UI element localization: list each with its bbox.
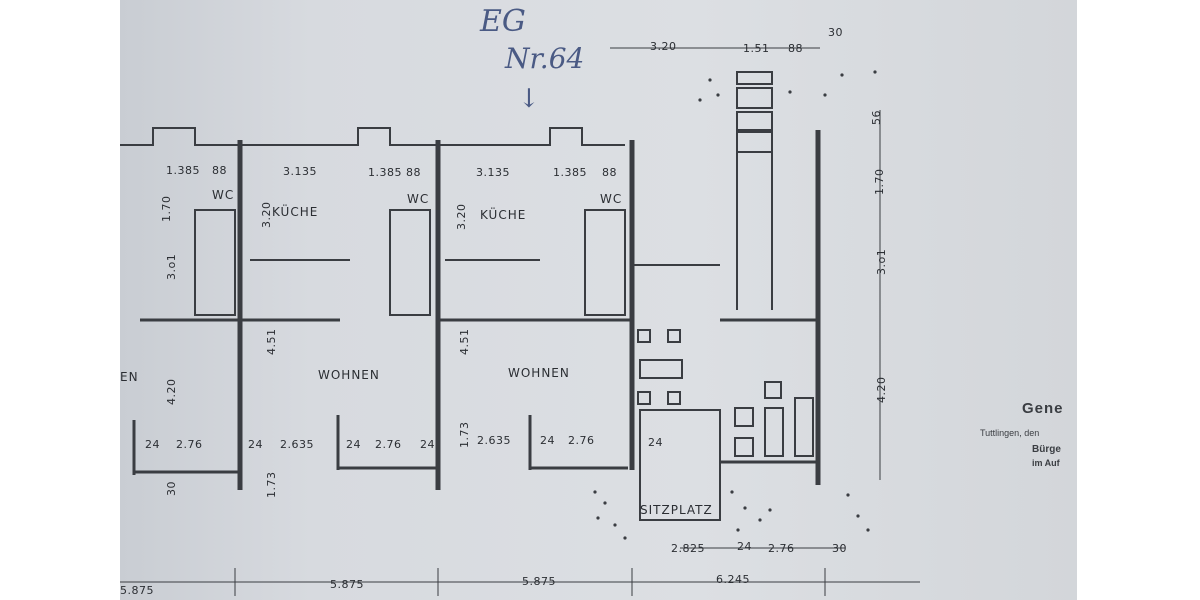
title-block-line-1: Bürge [1032, 444, 1061, 455]
dim-301-left: 3.o1 [165, 253, 178, 280]
dim-420-right: 4.20 [875, 376, 888, 404]
dim-151-top: 1.51 [743, 42, 770, 55]
dim-320-b: 3.20 [455, 203, 468, 231]
dim-30-bottom: 30 [832, 542, 847, 555]
title-block-line-2: im Auf [1032, 458, 1060, 468]
dim-2635-a: 2.635 [280, 438, 314, 451]
dim-451-b: 4.51 [458, 328, 471, 356]
dim-24-a: 24 [145, 438, 160, 451]
plan-drawing [120, 47, 920, 596]
dim-170-left: 1.70 [160, 195, 173, 223]
dim-3135-a: 3.135 [283, 165, 317, 178]
dim-24-b: 24 [248, 438, 263, 451]
title-block-place: Tuttlingen, den [980, 428, 1040, 438]
dim-24-c: 24 [346, 438, 361, 451]
dim-301-right: 3.o1 [875, 248, 888, 275]
room-label-sitzplatz: SITZPLATZ [640, 503, 713, 517]
room-label-wc-1: WC [212, 188, 235, 202]
room-label-wohnen-2: WOHNEN [508, 366, 570, 380]
dim-88-c: 88 [602, 166, 617, 179]
room-label-wc-3: WC [600, 192, 623, 206]
handwritten-note-eg: EG [480, 4, 526, 39]
dim-451-a: 4.51 [265, 328, 278, 356]
dim-3135-b: 3.135 [476, 166, 510, 179]
overall-length-3: 5.875 [522, 575, 556, 588]
dim-88-top: 88 [788, 42, 803, 55]
room-label-kueche-1: KÜCHE [272, 205, 319, 219]
dim-170-right: 1.70 [873, 168, 886, 196]
dim-1385-a: 1.385 [166, 164, 200, 177]
room-label-wohnen-1: WOHNEN [318, 368, 380, 382]
room-label-kueche-2: KÜCHE [480, 208, 527, 222]
dim-24-d: 24 [420, 438, 435, 451]
dim-276-c: 2.76 [568, 434, 595, 447]
room-label-wohnen-partial: EN [120, 370, 139, 384]
dim-56-right: 56 [870, 110, 883, 125]
handwritten-arrow-icon: ↓ [518, 84, 540, 114]
dim-320-a: 3.20 [260, 201, 273, 229]
floor-plan-sheet: EG Nr.64 ↓ KÜCHE KÜCHE WC WC WC WOHNEN W… [120, 0, 1077, 600]
dim-88-b: 88 [406, 166, 421, 179]
dim-1385-c: 1.385 [553, 166, 587, 179]
dim-1385-b: 1.385 [368, 166, 402, 179]
dim-30-top: 30 [828, 26, 843, 39]
dim-24-g: 24 [737, 540, 752, 553]
dim-420-left: 4.20 [165, 378, 178, 406]
overall-length-2: 5.875 [330, 578, 364, 591]
dim-30-left: 30 [165, 481, 178, 496]
dim-276-d: 2.76 [768, 542, 795, 555]
dim-24-f: 24 [648, 436, 663, 449]
handwritten-note-number: Nr.64 [505, 42, 585, 75]
top-wall [120, 127, 625, 146]
dim-2825: 2.825 [671, 542, 705, 555]
dim-276-a: 2.76 [176, 438, 203, 451]
dim-276-b: 2.76 [375, 438, 402, 451]
dim-173-b: 1.73 [265, 471, 278, 499]
title-block-heading: Gene [1022, 400, 1064, 417]
dim-173-a: 1.73 [458, 421, 471, 449]
overall-length-1: 5.875 [120, 584, 154, 597]
dim-2635-b: 2.635 [477, 434, 511, 447]
overall-length-4: 6.245 [716, 573, 750, 586]
room-label-wc-2: WC [407, 192, 430, 206]
dim-24-e: 24 [540, 434, 555, 447]
dim-320-top: 3.20 [650, 40, 677, 53]
dim-88-a: 88 [212, 164, 227, 177]
